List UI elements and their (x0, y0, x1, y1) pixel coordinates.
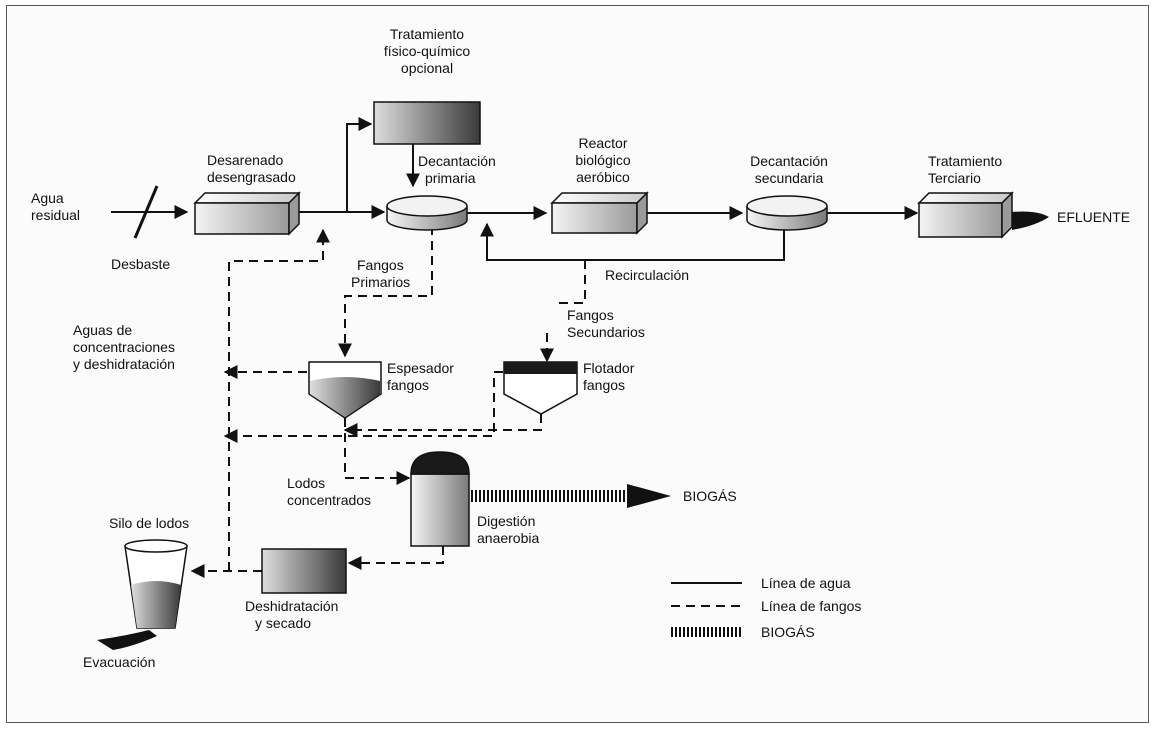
label-reactor-1: Reactor (578, 135, 627, 151)
label-tratamiento-fq-1: Tratamiento (390, 26, 464, 42)
label-digestion-2: anaerobia (477, 530, 539, 546)
label-deshidratacion-2: y secado (255, 615, 311, 631)
label-desarenado-1: Desarenado (207, 152, 283, 168)
tertiary-treatment-icon (917, 191, 1049, 239)
label-tratamiento-fq-3: opcional (401, 60, 453, 76)
label-aguas-3: y deshidratación (73, 356, 175, 372)
label-recirculacion: Recirculación (605, 267, 689, 283)
label-decantacion-secundaria-2: secundaria (755, 170, 824, 186)
legend-biogas: BIOGÁS (761, 624, 815, 640)
label-fangos-primarios-2: Primarios (351, 274, 410, 290)
anaerobic-digester-icon (410, 451, 470, 547)
label-fangos-secundarios-1: Fangos (567, 307, 614, 323)
grit-removal-tank-icon (193, 191, 301, 236)
label-decantacion-primaria-1: Decantación (418, 153, 496, 169)
label-reactor-2: biológico (575, 152, 630, 168)
label-efluente: EFLUENTE (1057, 209, 1130, 225)
label-decantacion-primaria-2: primaria (425, 170, 476, 186)
label-reactor-3: aeróbico (576, 169, 630, 185)
label-silo: Silo de lodos (109, 515, 189, 531)
diagram-frame: Línea de agua Línea de fangos BIOGÁS Tra… (6, 5, 1149, 723)
screen-icon (133, 185, 159, 239)
label-desbaste: Desbaste (111, 256, 170, 272)
primary-clarifier-icon (386, 195, 468, 231)
label-digestion-1: Digestión (477, 513, 535, 529)
biogas-line (471, 484, 671, 508)
water-line (111, 117, 1029, 261)
label-espesador-2: fangos (387, 377, 429, 393)
sludge-line (190, 226, 586, 578)
label-espesador-1: Espesador (387, 360, 454, 376)
thickener-icon (308, 361, 382, 419)
label-biogas: BIOGÁS (683, 488, 737, 504)
label-fangos-secundarios-2: Secundarios (567, 324, 645, 340)
label-agua-residual-1: Agua (31, 190, 64, 206)
label-tratamiento-terciario-2: Terciario (928, 170, 981, 186)
label-decantacion-secundaria-1: Decantación (750, 153, 828, 169)
legend: Línea de agua Línea de fangos BIOGÁS (671, 575, 861, 640)
label-desarenado-2: desengrasado (207, 169, 296, 185)
label-lodos-2: concentrados (287, 492, 371, 508)
dewatering-unit-icon (261, 548, 347, 594)
aerobic-reactor-icon (550, 191, 649, 235)
label-tratamiento-terciario-1: Tratamiento (928, 153, 1002, 169)
legend-fangos: Línea de fangos (761, 598, 861, 614)
label-flotador-2: fangos (583, 377, 625, 393)
flotation-unit-icon (503, 361, 578, 415)
label-aguas-1: Aguas de (73, 322, 132, 338)
label-agua-residual-2: residual (31, 207, 80, 223)
label-fangos-primarios-1: Fangos (357, 257, 404, 273)
process-diagram: Línea de agua Línea de fangos BIOGÁS Tra… (31, 26, 1130, 670)
evacuation-arrow-icon (97, 630, 157, 650)
label-evacuacion: Evacuación (83, 654, 155, 670)
label-tratamiento-fq-2: físico-químico (384, 43, 471, 59)
secondary-clarifier-icon (746, 195, 828, 231)
effluent-arrow-icon (1012, 211, 1049, 230)
label-lodos-1: Lodos (287, 475, 325, 491)
labels: Tratamiento físico-químico opcional Desa… (31, 26, 1130, 670)
label-flotador-1: Flotador (583, 360, 635, 376)
label-deshidratacion-1: Deshidratación (245, 598, 338, 614)
physicochemical-tank-icon (373, 101, 481, 145)
legend-agua: Línea de agua (761, 575, 851, 591)
label-aguas-2: concentraciones (73, 339, 175, 355)
sludge-silo-icon (97, 539, 188, 650)
